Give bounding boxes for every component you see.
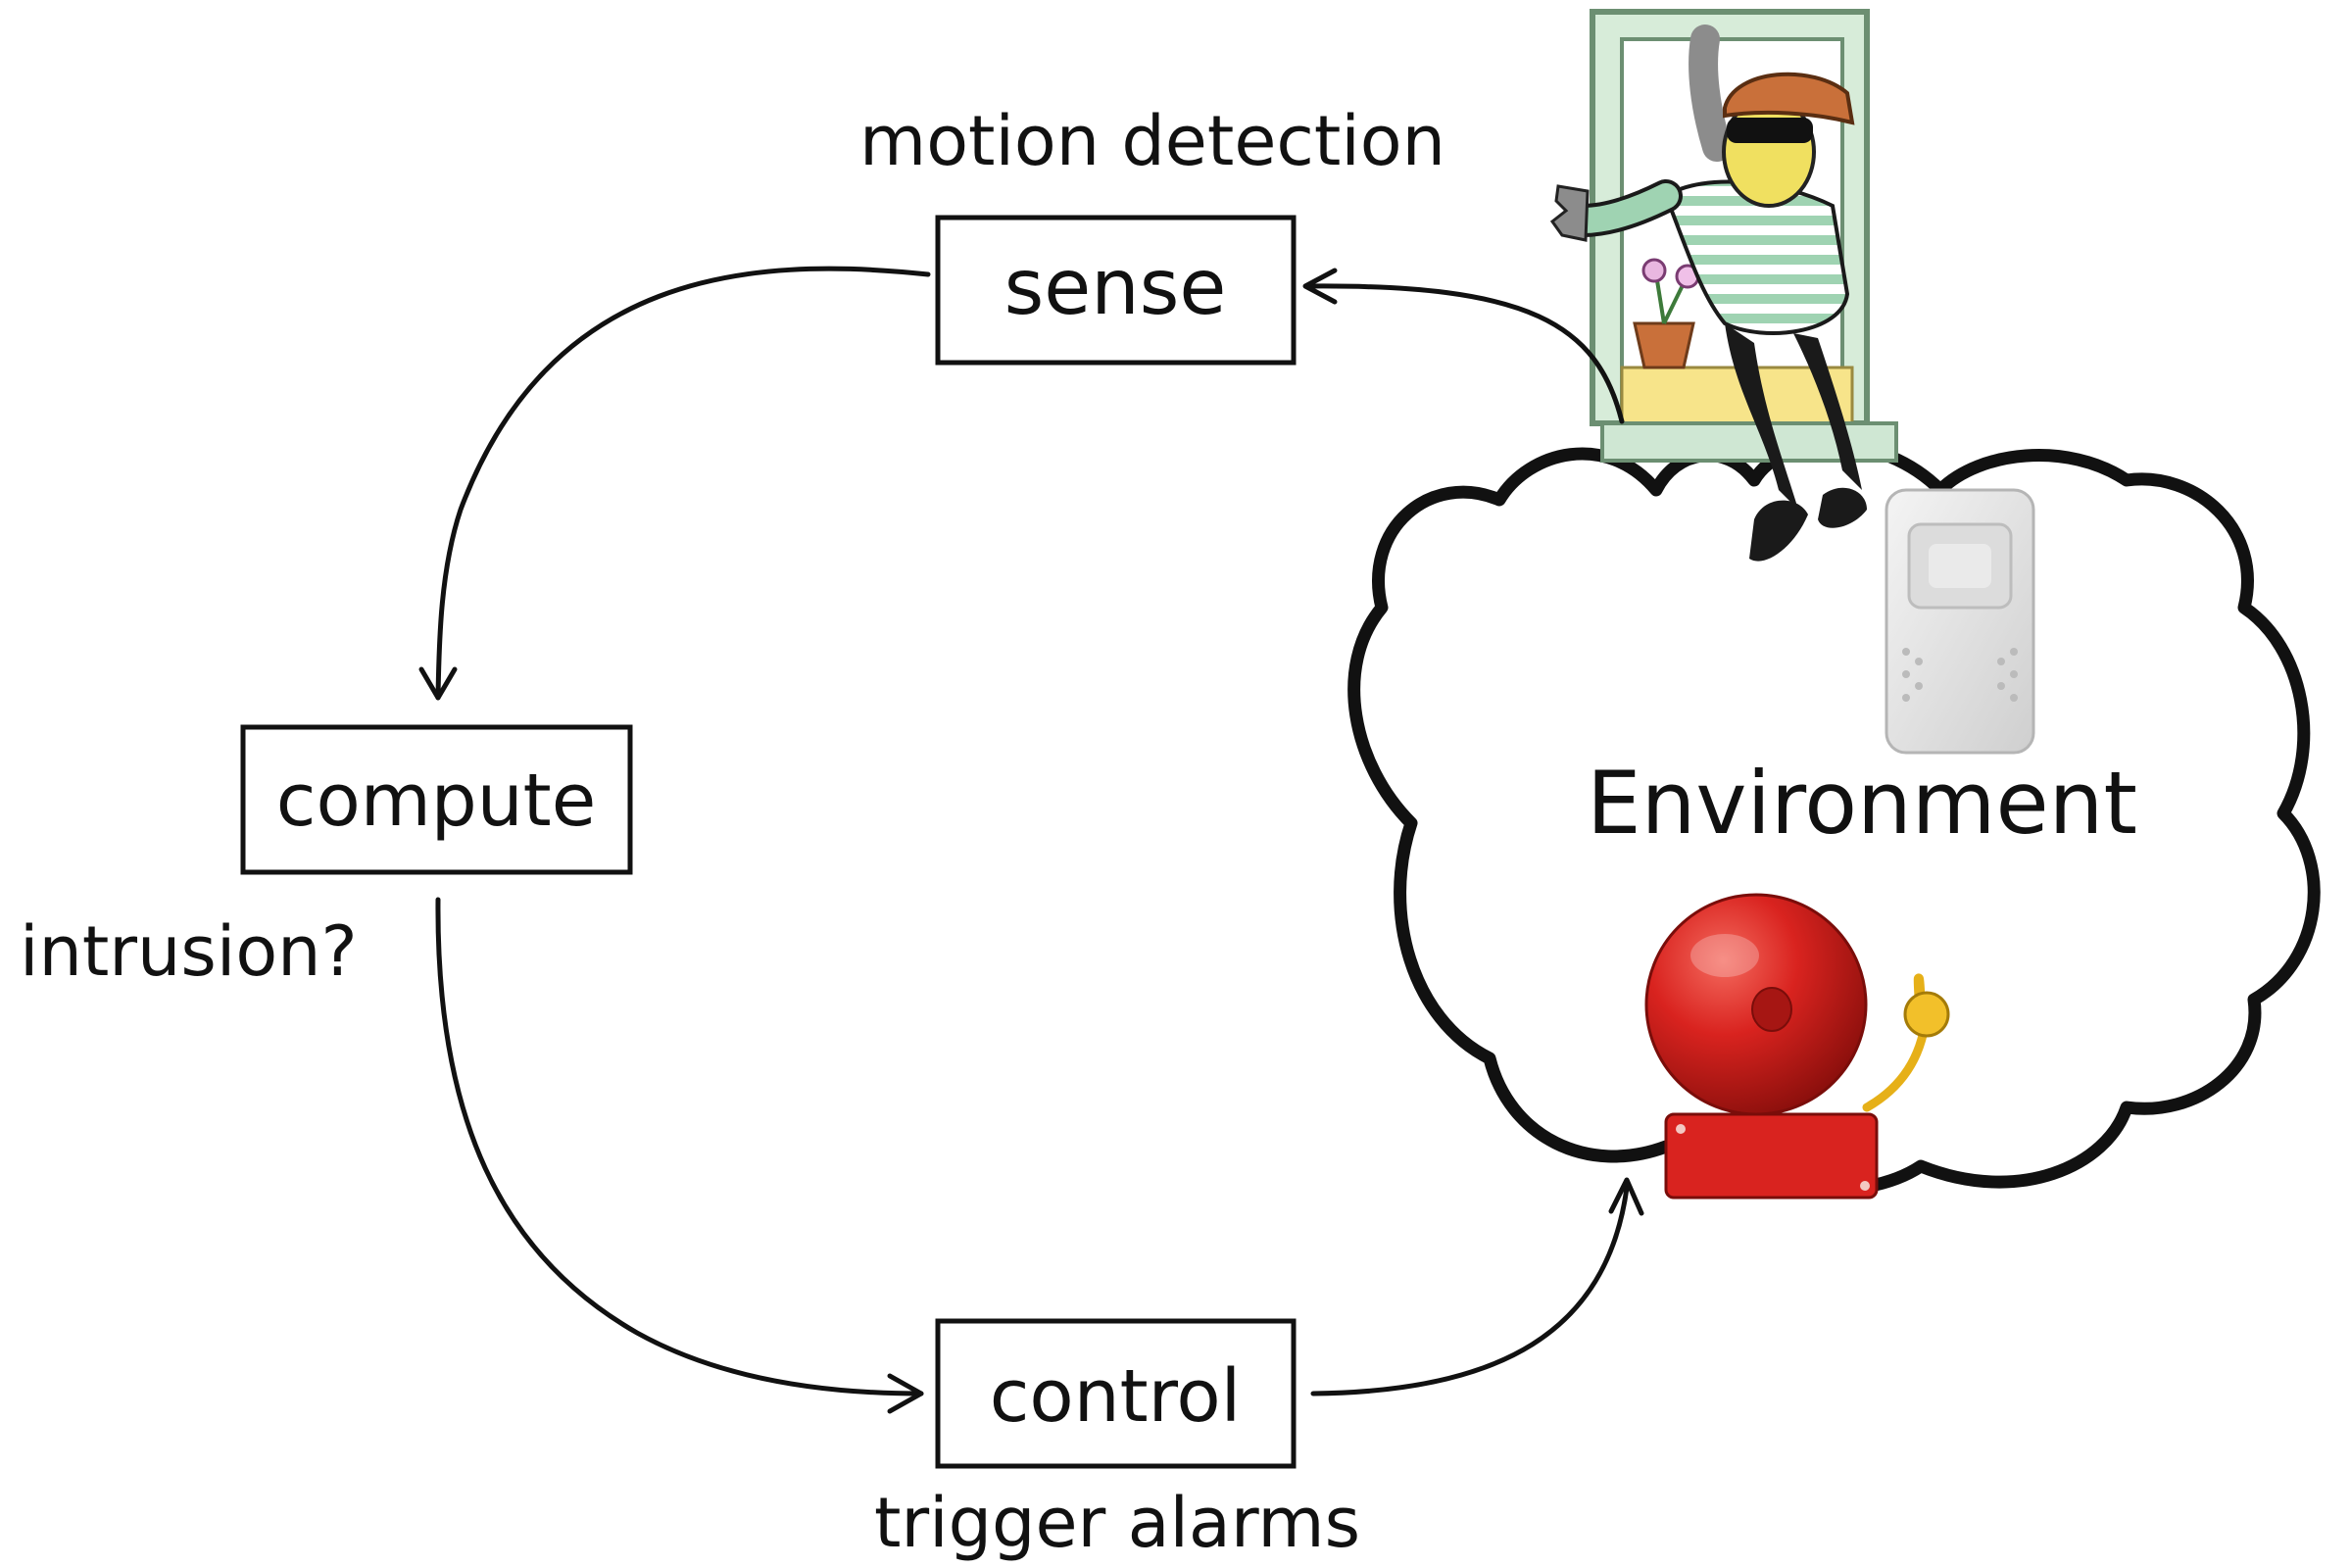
environment-cloud (1347, 438, 2321, 1198)
bell-base (1664, 1112, 1879, 1200)
alarm-bell-illustration (1644, 893, 1950, 1200)
motion-sensor-illustration (1885, 488, 2035, 755)
environment-label: Environment (1587, 753, 2137, 854)
arrow-control-to-environment-head (1608, 1177, 1644, 1216)
node-compute-label: compute (276, 759, 596, 843)
node-compute: compute (240, 724, 633, 875)
annotation-motion-detection: motion detection (859, 101, 1445, 181)
arrow-environment-to-sense (1305, 283, 1625, 424)
arrow-compute-to-control-head (887, 1373, 924, 1414)
annotation-intrusion: intrusion? (20, 911, 358, 992)
node-sense-label: sense (1004, 244, 1227, 332)
flower-pot-icon (1633, 258, 1700, 369)
arrow-compute-to-control (435, 897, 924, 1396)
node-control-label: control (990, 1354, 1242, 1439)
arrow-sense-to-compute-head (418, 666, 458, 701)
arrow-control-to-environment (1310, 1185, 1630, 1396)
annotation-trigger-alarms: trigger alarms (874, 1483, 1360, 1563)
burglar-at-window-illustration (1549, 9, 1898, 562)
arrow-sense-to-compute (435, 266, 931, 701)
striker-ball (1903, 991, 1950, 1038)
arrow-environment-to-sense-head (1302, 268, 1338, 305)
node-sense: sense (935, 215, 1297, 366)
node-control: control (935, 1318, 1297, 1469)
